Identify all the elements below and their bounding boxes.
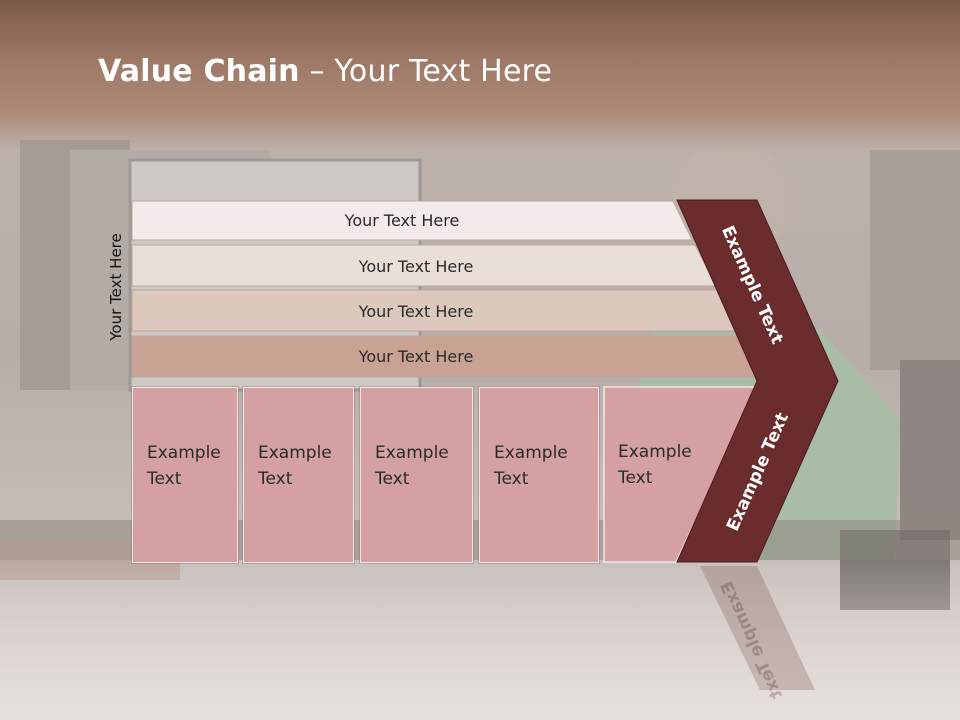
chevron-arrow-reflection <box>677 566 815 690</box>
cell-1-label: Example Text <box>147 443 221 489</box>
row-1: Your Text Here <box>132 200 672 240</box>
cell-4-reflection: Example Text <box>479 566 599 686</box>
row-3-label: Your Text Here <box>358 301 474 321</box>
row-4: Your Text Here <box>132 336 700 376</box>
cell-4-label: Example Text <box>494 443 568 489</box>
row-2-label: Your Text Here <box>358 256 474 276</box>
row-4-label: Your Text Here <box>358 346 474 366</box>
cell-4: Example Text <box>479 387 599 563</box>
cell-2-label: Example Text <box>258 443 332 489</box>
row-3: Your Text Here <box>132 291 700 331</box>
title-bold: Value Chain <box>98 54 300 89</box>
cell-3-reflection: Example Text <box>360 566 473 686</box>
cell-2-reflection: Example Text <box>243 566 354 686</box>
cell-5-reflection: Example Text <box>604 566 724 686</box>
slide-title: Value Chain – Your Text Here <box>98 54 552 89</box>
cell-1: Example Text <box>132 387 238 563</box>
row-1-label: Your Text Here <box>344 210 460 230</box>
row-shape-1 <box>131 200 693 241</box>
cell-3: Example Text <box>360 387 473 563</box>
cell-1-reflection: Example Text <box>132 566 238 686</box>
title-rest: – Your Text Here <box>299 54 553 89</box>
last-cell-shape <box>603 386 760 563</box>
cell-3-label: Example Text <box>375 443 449 489</box>
cell-5-label: Example Text <box>618 442 692 488</box>
cell-2: Example Text <box>243 387 354 563</box>
title-band <box>0 0 960 150</box>
cell-5: Example Text <box>604 387 724 563</box>
chevron-arrow <box>676 199 839 563</box>
row-2: Your Text Here <box>132 246 700 286</box>
